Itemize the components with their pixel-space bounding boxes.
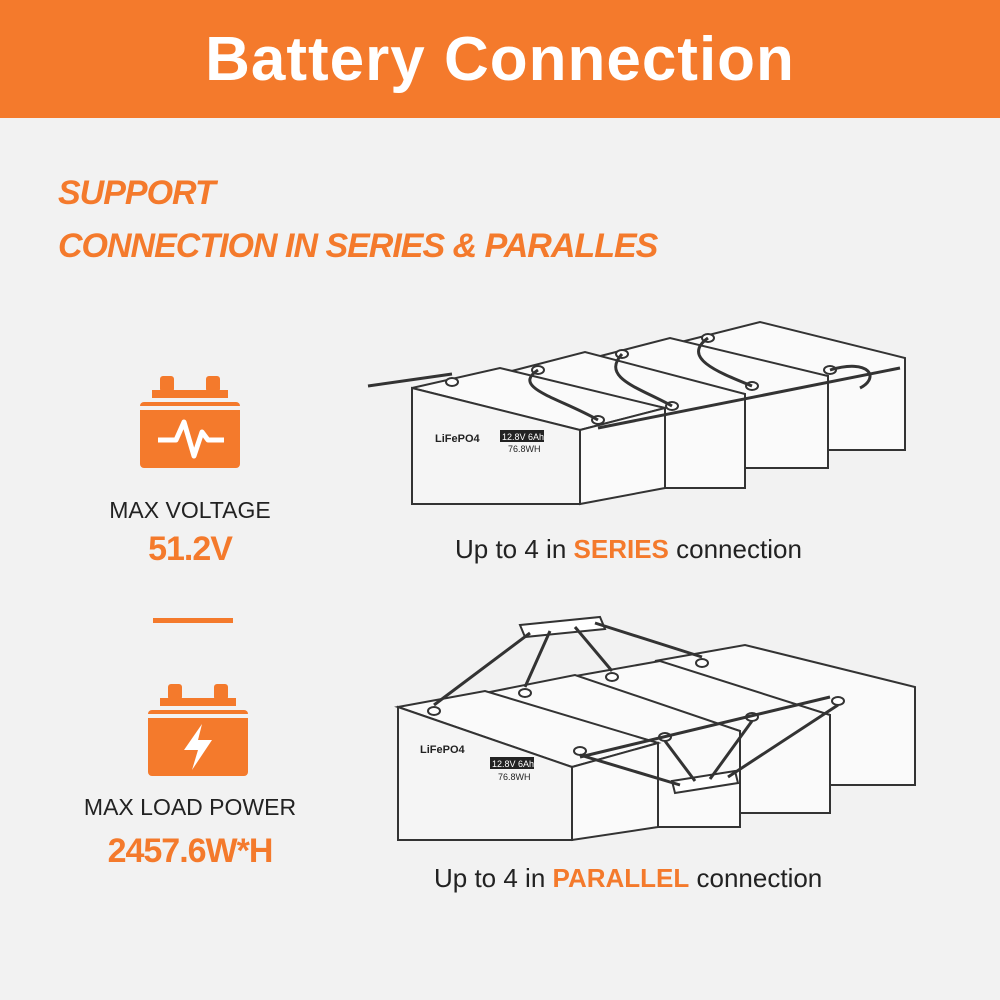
max-load-power-label: MAX LOAD POWER <box>83 794 297 820</box>
support-subheading: CONNECTION IN SERIES & PARALLES <box>58 227 658 265</box>
parallel-caption: Up to 4 in PARALLEL connection <box>434 863 823 893</box>
battery-spec-parallel: 12.8V 6Ah <box>492 759 534 769</box>
page-title: Battery Connection <box>205 24 795 94</box>
battery-energy: 76.8WH <box>508 444 541 454</box>
divider <box>153 618 233 623</box>
series-highlight: SERIES <box>573 534 669 564</box>
series-caption: Up to 4 in SERIES connection <box>455 534 802 564</box>
max-voltage-label: MAX VOLTAGE <box>109 497 271 523</box>
max-voltage-value: 51.2V <box>148 530 233 568</box>
battery-brand-parallel: LiFePO4 <box>420 744 466 756</box>
battery-brand: LiFePO4 <box>435 433 481 445</box>
series-battery-illustration: LiFePO4 12.8V 6Ah 76.8WH <box>367 320 906 506</box>
parallel-battery-illustration: LiFePO4 12.8V 6Ah 76.8WH <box>394 615 916 842</box>
battery-pulse-icon <box>140 376 240 468</box>
battery-bolt-icon <box>148 684 248 776</box>
title-banner: Battery Connection <box>0 0 1000 118</box>
battery-energy-parallel: 76.8WH <box>498 772 531 782</box>
max-load-power-value: 2457.6W*H <box>107 832 274 870</box>
parallel-highlight: PARALLEL <box>552 863 690 893</box>
support-heading: SUPPORT <box>58 174 216 212</box>
battery-spec: 12.8V 6Ah <box>502 432 544 442</box>
